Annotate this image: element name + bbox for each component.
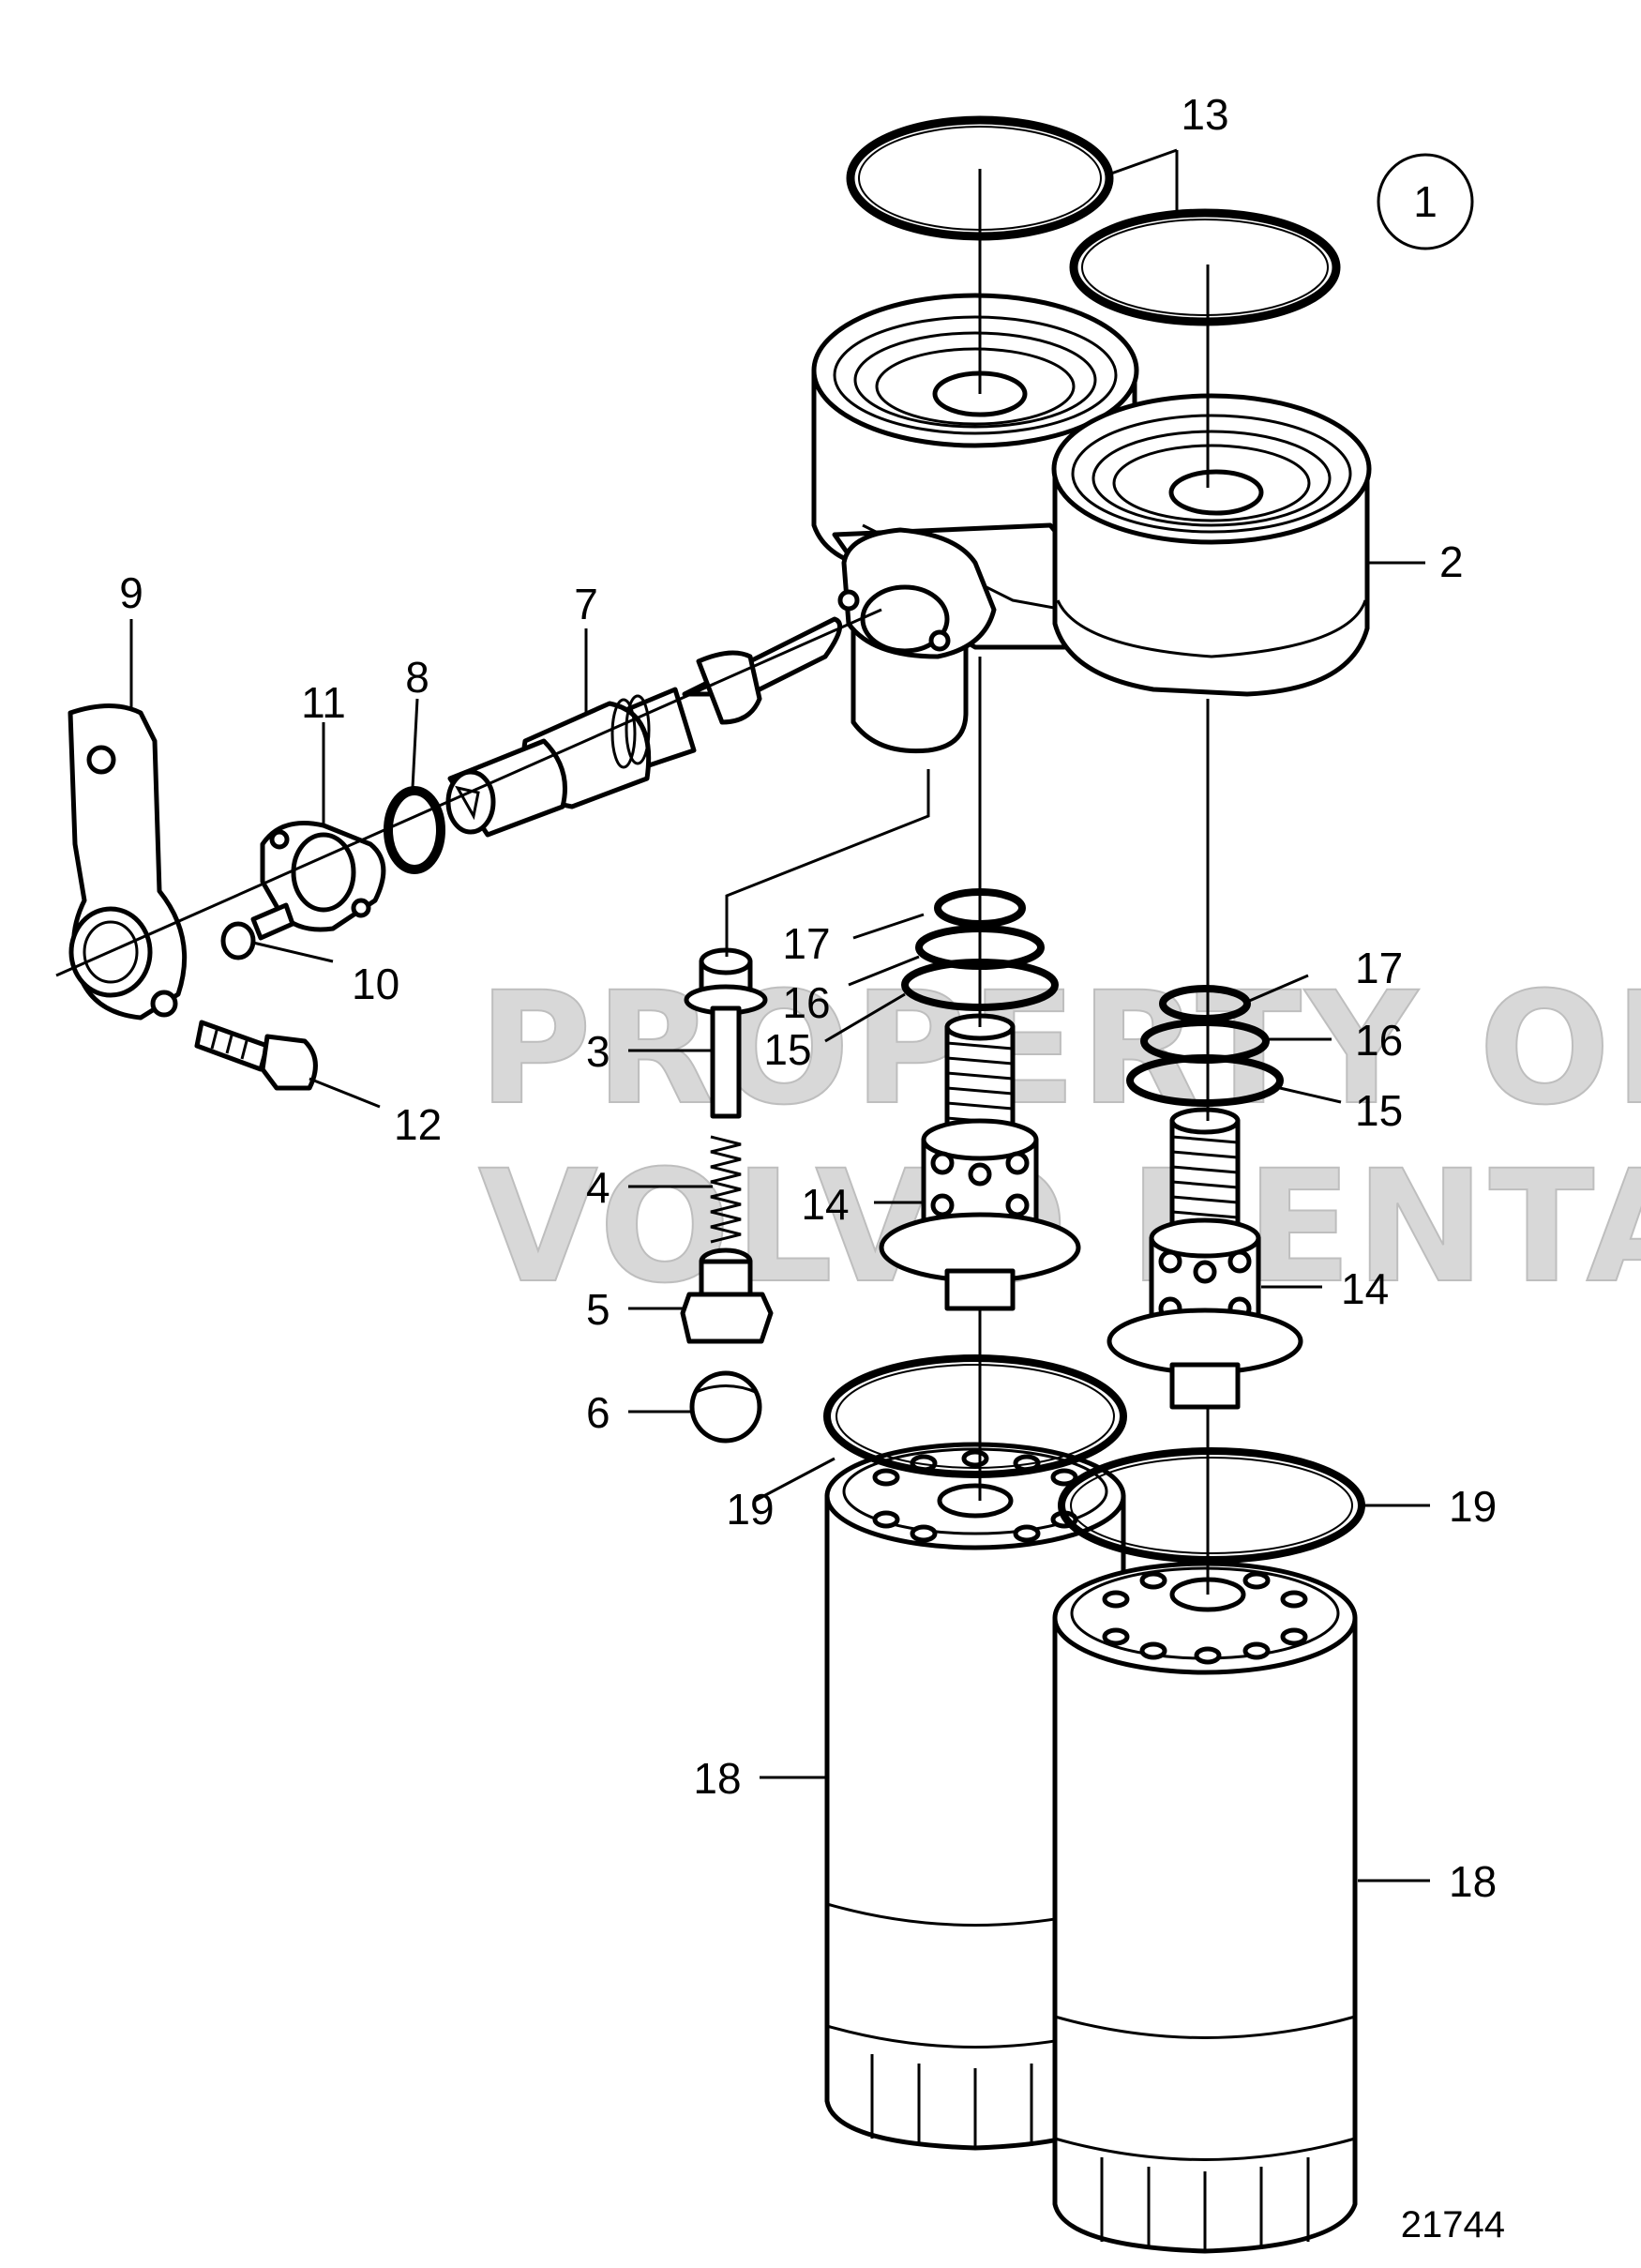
callout-12: 12 (394, 1100, 442, 1149)
callout-14-left: 14 (801, 1180, 849, 1229)
o-ring-8 (384, 786, 445, 874)
callout-18-right: 18 (1449, 1857, 1497, 1906)
callout-16-right: 16 (1355, 1016, 1403, 1065)
screw-10 (220, 902, 295, 960)
nipple-14-left (879, 1013, 1081, 1311)
callout-numbers: 13 2 9 11 8 7 10 12 3 4 5 6 17 16 15 14 … (119, 90, 1497, 1906)
watermark-line-2: VOLVO PENTA (478, 1137, 1641, 1317)
callout-9: 9 (119, 568, 143, 617)
callout-15-right: 15 (1355, 1086, 1403, 1135)
watermark: PROPERTY OF VOLVO PENTA (477, 958, 1641, 1318)
group-reference-marker: 1 (1377, 153, 1474, 250)
seal-rings-right (1126, 985, 1284, 1107)
callout-8: 8 (405, 653, 429, 702)
callout-16-left: 16 (782, 978, 830, 1027)
nipple-14-right (1107, 1107, 1303, 1410)
group-number: 1 (1413, 177, 1438, 226)
callout-leaders (129, 148, 1430, 1882)
callout-4: 4 (586, 1163, 610, 1212)
callout-11: 11 (301, 678, 346, 727)
callout-13: 13 (1181, 90, 1228, 139)
sealing-ring-13-right (1069, 208, 1341, 326)
callout-5: 5 (586, 1285, 610, 1334)
screw-12 (194, 1020, 318, 1091)
ball-6 (689, 1370, 762, 1444)
callout-2: 2 (1439, 537, 1464, 586)
plunger-3 (684, 947, 768, 1119)
oil-filter-18-right (1052, 1561, 1358, 2254)
callout-17-left: 17 (782, 919, 830, 968)
callout-10: 10 (352, 960, 399, 1008)
callout-18-left: 18 (693, 1754, 741, 1803)
valve-7 (445, 616, 843, 838)
watermark-line-1: PROPERTY OF (478, 959, 1641, 1139)
callout-19-right: 19 (1449, 1482, 1497, 1531)
drawing-number: 21744 (1401, 2204, 1505, 2245)
plug-5 (680, 1247, 774, 1344)
callout-6: 6 (586, 1388, 610, 1437)
spring-4 (710, 1135, 742, 1244)
callout-3: 3 (586, 1027, 610, 1076)
callout-15-left: 15 (763, 1025, 811, 1074)
filter-bracket-housing (811, 293, 1372, 754)
callout-19-left: 19 (726, 1485, 774, 1534)
assembly-lines (55, 169, 1210, 1595)
lever-9 (68, 703, 188, 1021)
callout-14-right: 14 (1341, 1264, 1389, 1313)
callout-7: 7 (574, 580, 598, 628)
sealing-ring-19-left (823, 1354, 1127, 1478)
callout-17-right: 17 (1355, 944, 1403, 992)
cover-plate-11 (260, 821, 386, 932)
